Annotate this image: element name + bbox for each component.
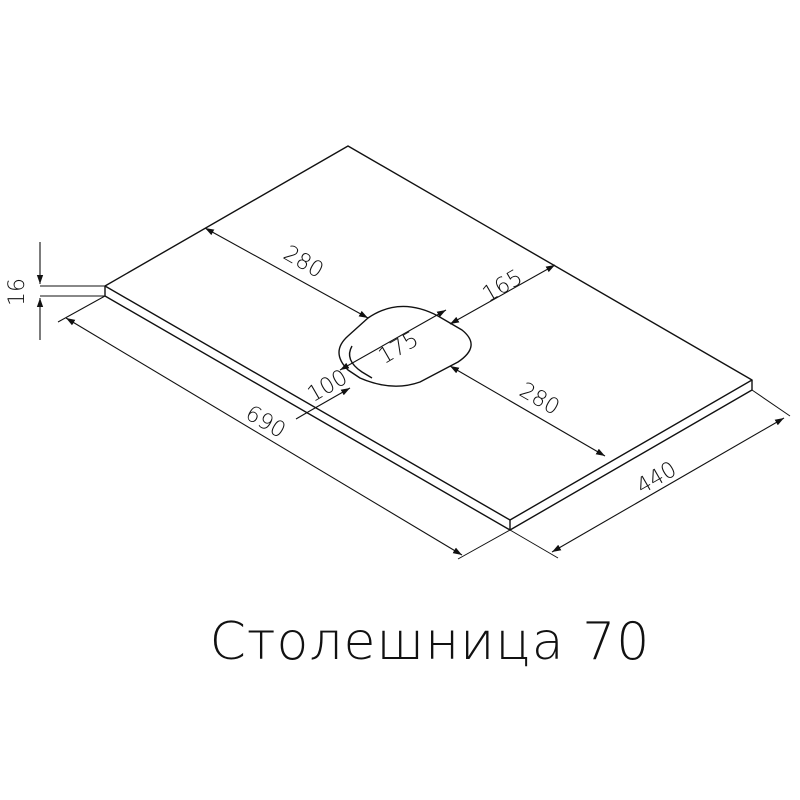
dim-depth-label: 440 [632,457,681,500]
dim-back-to-hole-label: 165 [478,265,527,308]
dim-hole-to-right: 280 [449,365,606,457]
dim-hole-width-label: 175 [374,327,423,370]
dim-hole-to-right-label: 280 [515,378,564,421]
dim-back-to-hole: 165 [449,264,556,325]
dim-thickness: 16 [5,242,105,340]
dim-left-to-hole-label: 280 [279,241,328,284]
dim-left-to-hole: 280 [204,227,369,319]
dim-thickness-label: 16 [5,278,30,306]
drawing-title: Столешница 70 [209,612,651,672]
dim-hole-width: 175 [339,309,447,371]
dim-length: 690 [57,295,511,560]
